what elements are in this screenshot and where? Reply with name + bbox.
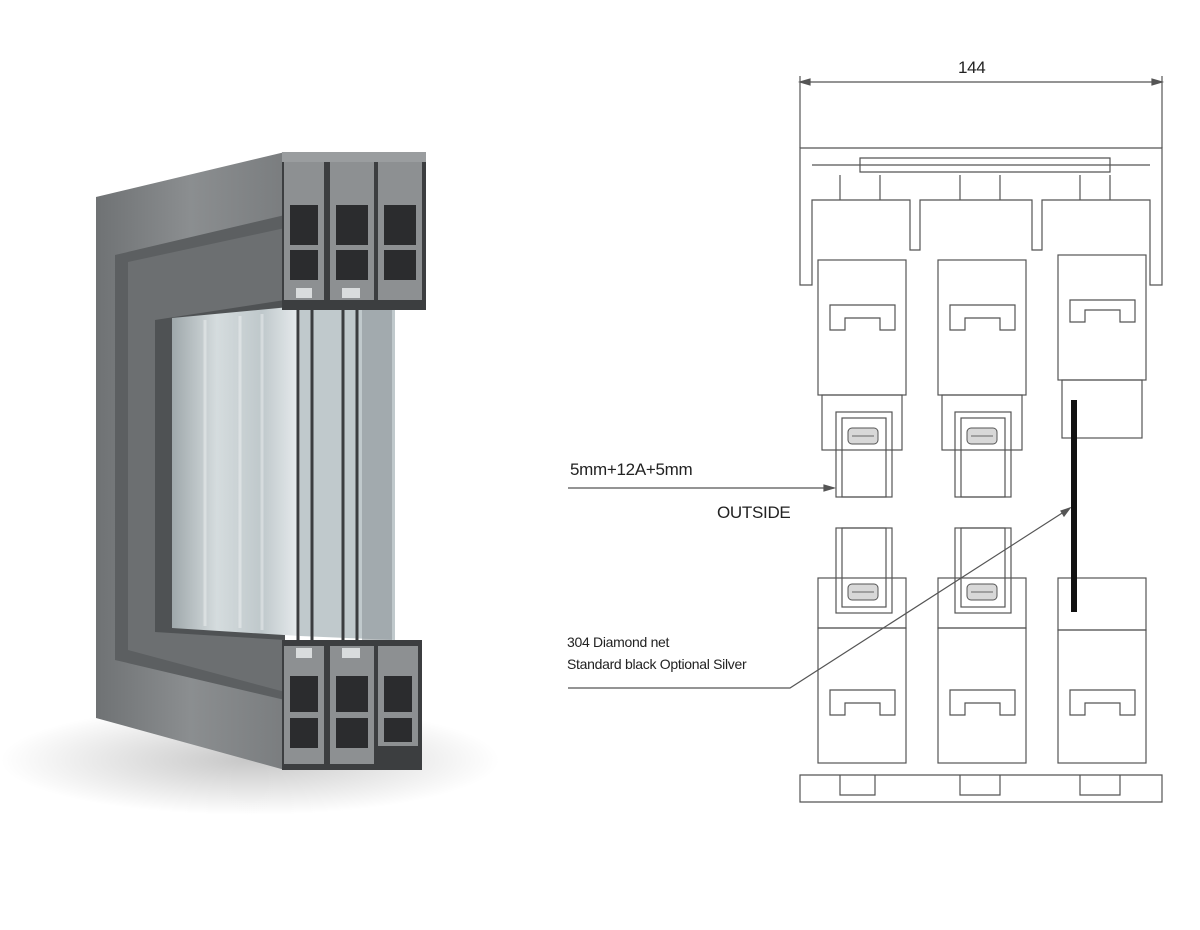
top-profile-section [282,152,426,310]
top-frame-profile [799,147,1163,286]
net-material-label: 304 Diamond net [567,634,670,650]
mesh-pane [362,305,392,640]
window-frame-render [0,152,500,815]
top-sash-3 [1057,254,1147,439]
bottom-sash-1 [817,577,907,764]
width-dimension-label: 144 [958,58,986,77]
top-sash-2 [937,259,1027,451]
bottom-sash-3 [1057,577,1147,764]
bottom-track-profile [799,774,1163,803]
net-color-label: Standard black Optional Silver [567,656,747,672]
outside-label: OUTSIDE [717,503,791,522]
bottom-profile-section [282,640,422,770]
diamond-net [1071,400,1077,612]
section-drawing [568,76,1165,803]
glass-spec-label: 5mm+12A+5mm [570,460,693,479]
bottom-sash-2 [937,577,1027,764]
top-sash-1 [817,259,907,451]
glass-pane [172,306,300,636]
